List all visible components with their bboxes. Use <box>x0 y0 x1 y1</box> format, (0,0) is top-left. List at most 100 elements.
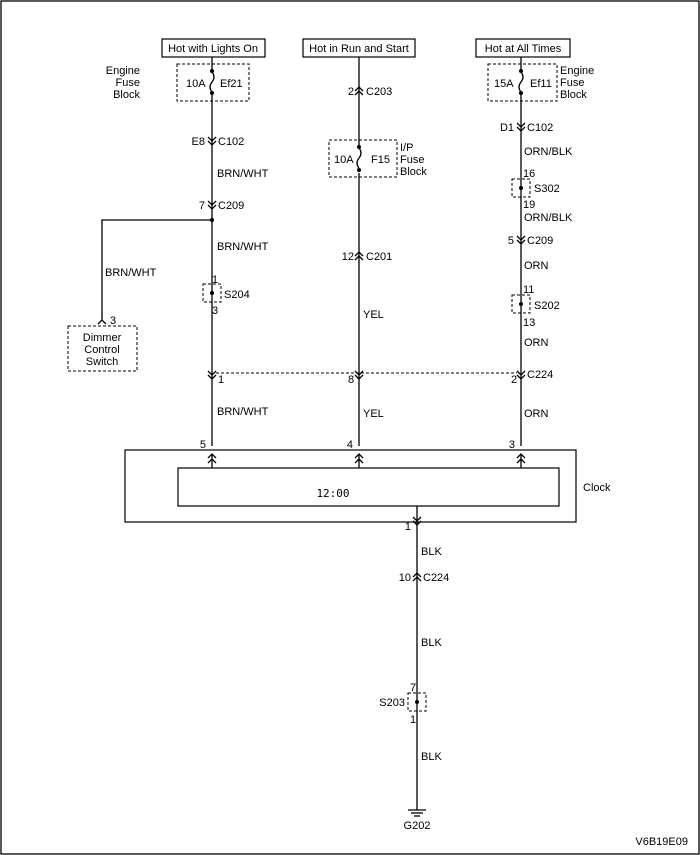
splice-s302-name: S302 <box>534 183 560 195</box>
connector-c201-name: C201 <box>366 251 392 263</box>
connector-c224-right-icon <box>516 370 526 380</box>
wire-label-blk-1: BLK <box>421 546 442 558</box>
source-box-all-times <box>475 38 571 58</box>
connector-c224-bottom-pin: 10 <box>399 572 411 584</box>
splice-s204 <box>202 283 222 303</box>
clock-display-panel <box>177 467 560 507</box>
wire-label-brn-wht-1: BRN/WHT <box>217 168 269 180</box>
connector-c209-right-icon <box>516 235 526 245</box>
splice-s204-pin-bottom: 3 <box>212 305 218 317</box>
connector-c224-pin-2: 2 <box>511 374 517 386</box>
connector-c102-left-name: C102 <box>218 136 244 148</box>
splice-s203-pin-top: 7 <box>410 682 416 694</box>
splice-s203-dot <box>415 700 419 704</box>
source-label-all-times: Hot at All Times <box>485 43 562 55</box>
fuse-ef21-loc-1: Engine <box>106 65 140 77</box>
fuse-f15-name: F15 <box>371 154 390 166</box>
connector-c224-pin-8: 8 <box>348 374 354 386</box>
fuse-ef21-rating: 10A <box>186 78 206 90</box>
clock-pin-bottom: 1 <box>405 521 411 533</box>
wire-label-orn-blk-1: ORN/BLK <box>524 146 573 158</box>
connector-c209-left-name: C209 <box>218 200 244 212</box>
ground-icon <box>408 809 426 817</box>
splice-s302-dot <box>519 186 523 190</box>
clock-label: Clock <box>583 482 611 494</box>
connector-c201-icon <box>354 251 364 261</box>
wire-dimmer-branch <box>101 219 212 321</box>
wire-label-yel-1: YEL <box>363 309 384 321</box>
fuse-f15-loc-2: Fuse <box>400 154 424 166</box>
source-box-lights-on <box>161 38 266 58</box>
splice-s204-dot <box>210 291 214 295</box>
clock-display-time: 12:00 <box>316 487 349 500</box>
dimmer-pin: 3 <box>110 315 116 327</box>
fuse-ef21-loc-3: Block <box>113 89 140 101</box>
wire-label-brn-wht-2: BRN/WHT <box>217 241 269 253</box>
wire-label-brn-wht-3: BRN/WHT <box>217 406 269 418</box>
connector-c203-pin: 2 <box>348 86 354 98</box>
connector-c209-right-name: C209 <box>527 235 553 247</box>
wire-label-orn-2: ORN <box>524 337 549 349</box>
splice-s204-pin-top: 1 <box>212 274 218 286</box>
splice-s202-dot <box>519 302 523 306</box>
splice-s203 <box>407 692 427 712</box>
fuse-f15-loc-3: Block <box>400 166 427 178</box>
figure-id: V6B19E09 <box>635 836 688 848</box>
splice-s203-name: S203 <box>379 697 405 709</box>
splice-s202 <box>511 294 531 314</box>
connector-c224-name: C224 <box>527 369 553 381</box>
dimmer-label-1: Dimmer <box>83 332 122 344</box>
splice-s202-pin-top: 11 <box>523 284 534 296</box>
connector-c209-left-pin: 7 <box>199 200 205 212</box>
fuse-ef11-icon <box>518 64 524 95</box>
connector-c102-right-pin: D1 <box>500 122 514 134</box>
source-label-lights-on: Hot with Lights On <box>168 43 258 55</box>
fuse-ef21-name: Ef21 <box>220 78 243 90</box>
splice-s203-pin-bottom: 1 <box>410 714 416 726</box>
fuse-ef21-loc-2: Fuse <box>116 77 140 89</box>
connector-c102-right-icon <box>516 122 526 132</box>
fuse-block-ef21 <box>176 63 250 102</box>
connector-c224-mid-icon <box>354 370 364 380</box>
connector-c209-right-pin: 5 <box>508 235 514 247</box>
fuse-ef11-loc-3: Block <box>560 89 587 101</box>
connector-c201-pin: 12 <box>342 251 354 263</box>
connector-c102-right-name: C102 <box>527 122 553 134</box>
connector-c203-icon <box>354 86 364 96</box>
clock-pin-right: 3 <box>509 439 515 451</box>
splice-s302-pin-top: 16 <box>523 168 535 180</box>
fuse-f15-rating: 10A <box>334 154 354 166</box>
connector-c224-left-icon <box>207 370 217 380</box>
wire-label-yel-2: YEL <box>363 408 384 420</box>
connector-c224-pin-1: 1 <box>218 374 224 386</box>
wire-label-brn-wht-dimmer: BRN/WHT <box>105 267 157 279</box>
dimmer-label-3: Switch <box>86 356 118 368</box>
fuse-ef11-rating: 15A <box>494 78 514 90</box>
clock-terminal-ground-icon <box>412 516 422 526</box>
connector-c209-left-icon <box>207 200 217 210</box>
connector-c102-left-icon <box>207 136 217 146</box>
connector-c102-left-pin: E8 <box>192 136 205 148</box>
wire-label-orn-1: ORN <box>524 260 549 272</box>
fuse-ef11-name: Ef11 <box>530 78 552 90</box>
splice-s202-name: S202 <box>534 300 560 312</box>
wire-label-orn-blk-2: ORN/BLK <box>524 212 573 224</box>
fuse-block-f15 <box>328 139 398 178</box>
connector-c224-bottom-icon <box>412 572 422 582</box>
wire-label-orn-3: ORN <box>524 408 549 420</box>
fuse-ef11-loc-2: Fuse <box>560 77 584 89</box>
splice-s302 <box>511 178 531 198</box>
connector-c224-bottom-name: C224 <box>423 572 449 584</box>
fuse-block-ef11 <box>487 63 558 102</box>
wire-label-blk-3: BLK <box>421 751 442 763</box>
clock-pin-left: 5 <box>200 439 206 451</box>
dimmer-control-switch <box>67 325 138 372</box>
ground-label: G202 <box>404 820 431 832</box>
dimmer-label-2: Control <box>84 344 119 356</box>
fuse-f15-icon <box>356 145 362 172</box>
wire-label-blk-2: BLK <box>421 637 442 649</box>
dimmer-connector-icon <box>97 319 107 325</box>
splice-s204-name: S204 <box>224 289 250 301</box>
